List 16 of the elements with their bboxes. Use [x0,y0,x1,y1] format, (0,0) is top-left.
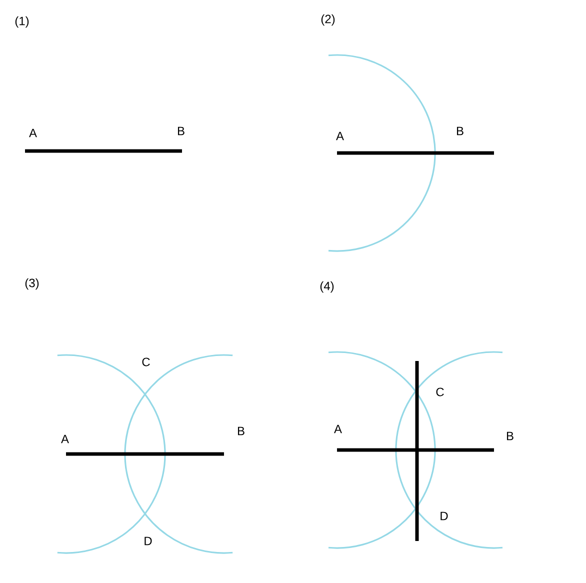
point-label: A [61,434,69,444]
point-label: C [436,388,444,396]
point-label: A [336,132,344,140]
panel-number: (4) [320,281,334,293]
point-label: D [144,536,152,546]
panel-number: (3) [25,278,39,290]
point-label: B [507,432,514,440]
point-label: A [29,128,37,138]
point-label: A [334,424,342,434]
point-label: B [457,126,464,136]
point-label: B [178,126,184,136]
panel-number: (2) [321,14,335,26]
point-label: B [238,426,244,436]
panel-number: (1) [15,16,29,28]
point-label: D [440,512,448,520]
point-label: C [142,358,150,366]
